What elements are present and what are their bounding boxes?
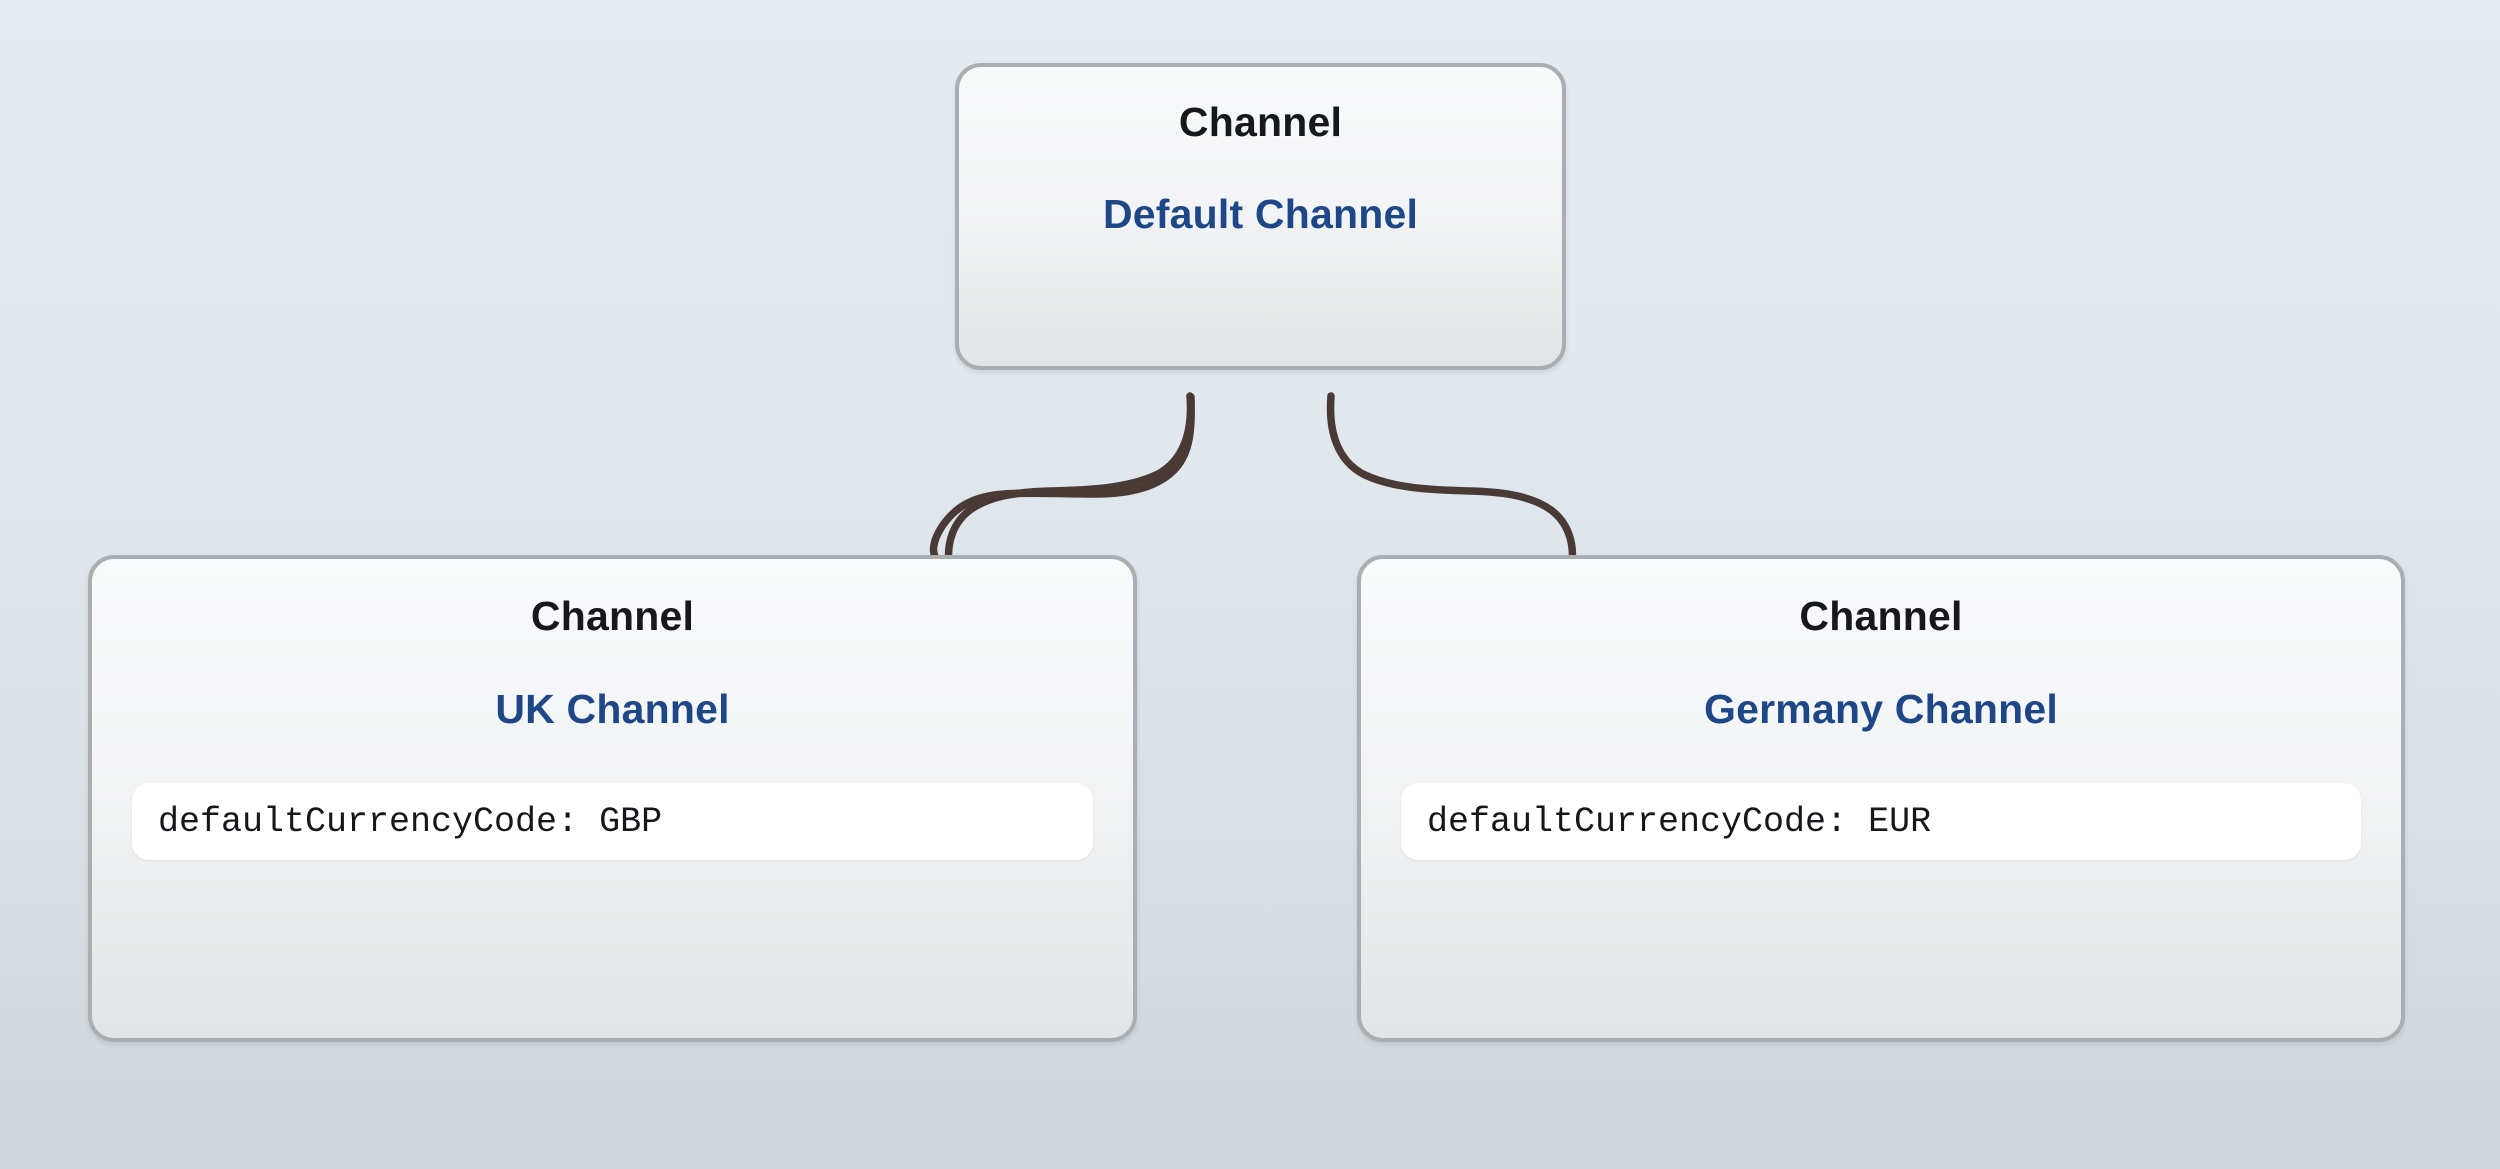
node-uk-channel[interactable]: Channel UK Channel defaultCurrencyCode: … [88,555,1137,1042]
node-properties: defaultCurrencyCode: EUR [1401,783,2361,861]
property-row[interactable]: defaultCurrencyCode: GBP [132,783,1093,861]
property-row[interactable]: defaultCurrencyCode: EUR [1401,783,2361,861]
node-type-label: Channel [1178,99,1343,145]
node-type-label: Channel [1799,593,1963,639]
property-text: defaultCurrencyCode: EUR [1427,801,1932,842]
node-germany-channel[interactable]: Channel Germany Channel defaultCurrencyC… [1357,555,2405,1042]
node-name-label: UK Channel [495,686,730,733]
node-type-label: Channel [530,593,695,639]
node-name-label: Germany Channel [1704,686,2058,733]
property-text: defaultCurrencyCode: GBP [158,801,663,842]
node-name-label: Default Channel [1102,191,1419,238]
node-default-channel[interactable]: Channel Default Channel [955,63,1566,370]
node-properties: defaultCurrencyCode: GBP [132,783,1093,861]
